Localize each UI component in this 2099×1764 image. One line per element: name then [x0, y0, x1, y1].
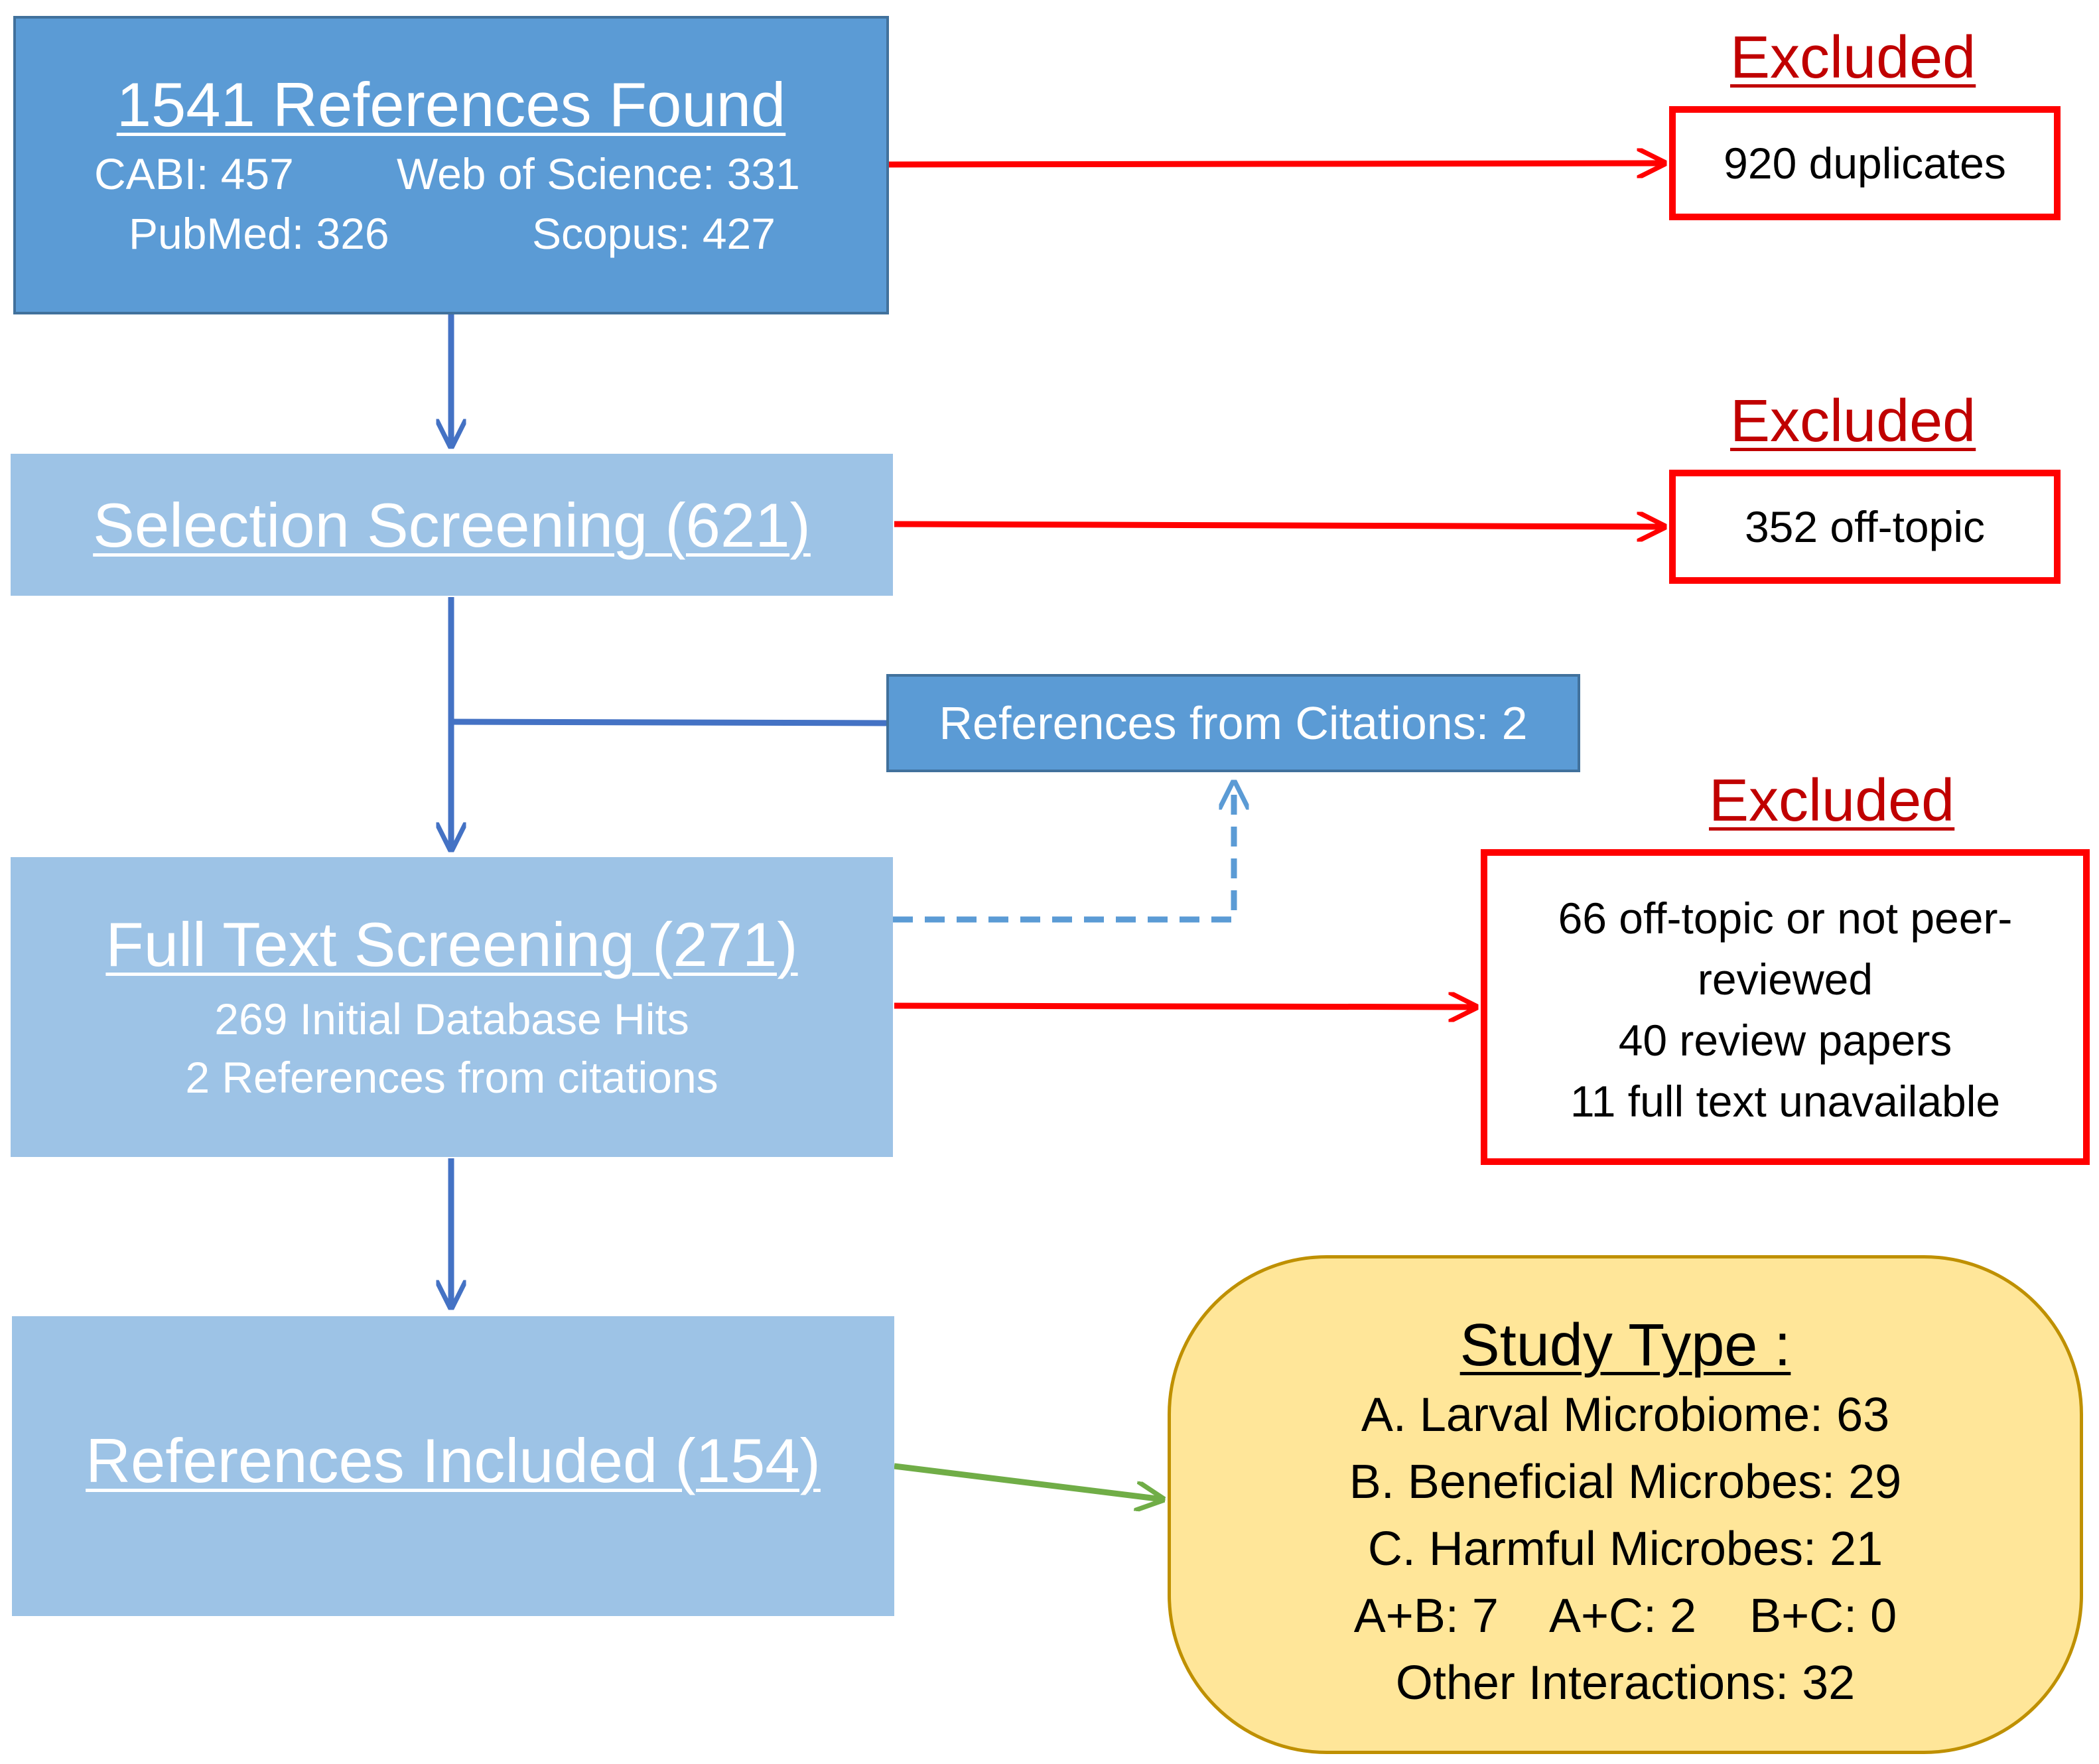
excluded-line-review-papers: 40 review papers [1618, 1016, 1952, 1065]
excluded-duplicates-text: 920 duplicates [1724, 139, 2006, 188]
arrow-fulltext-to-citations [893, 783, 1234, 923]
references-included-box: References Included (154) [12, 1316, 894, 1616]
study-type-other: Other Interactions: 32 [1395, 1657, 1856, 1710]
excluded-label-1: Excluded [1730, 25, 1976, 91]
study-type-harmful: C. Harmful Microbes: 21 [1367, 1523, 1883, 1576]
source-web-of-science: Web of Science: 331 [397, 149, 800, 198]
line-citations-join [450, 718, 887, 726]
full-text-screening-box: Full Text Screening (271) 269 Initial Da… [11, 857, 893, 1157]
references-included-title: References Included (154) [86, 1426, 821, 1495]
excluded-duplicates-box: 920 duplicates [1669, 106, 2061, 220]
study-type-larval: A. Larval Microbiome: 63 [1361, 1389, 1890, 1442]
source-cabi: CABI: 457 [94, 149, 294, 198]
excluded-label-3: Excluded [1709, 768, 1955, 834]
excluded-full-text-box: 66 off-topic or not peer- reviewed 40 re… [1481, 849, 2090, 1165]
excluded-off-topic-box: 352 off-topic [1669, 470, 2061, 584]
selection-screening-title: Selection Screening (621) [93, 490, 811, 560]
source-scopus: Scopus: 427 [532, 209, 776, 258]
full-text-screening-title: Full Text Screening (271) [105, 910, 798, 979]
arrow-to-excluded-3 [894, 1006, 1475, 1007]
references-from-citations-label: References from Citations: 2 [939, 697, 1528, 749]
study-type-combinations: A+B: 7 A+C: 2 B+C: 0 [1353, 1590, 1897, 1643]
study-type-box: Study Type : A. Larval Microbiome: 63 B.… [1168, 1255, 2083, 1754]
arrow-to-excluded-2 [894, 524, 1664, 527]
references-found-title: 1541 References Found [116, 70, 786, 139]
arrow-to-study-type [894, 1463, 1162, 1499]
excluded-line-unavailable: 11 full text unavailable [1570, 1077, 2001, 1126]
excluded-off-topic-text: 352 off-topic [1744, 502, 1986, 551]
references-found-box: 1541 References Found CABI: 457 Web of S… [13, 16, 889, 314]
full-text-line-database-hits: 269 Initial Database Hits [214, 994, 689, 1044]
full-text-line-citations: 2 References from citations [185, 1053, 718, 1102]
study-type-title: Study Type : [1459, 1312, 1791, 1379]
excluded-line-off-topic: 66 off-topic or not peer- [1558, 894, 2013, 943]
arrow-to-excluded-1 [888, 163, 1664, 165]
excluded-label-2: Excluded [1730, 388, 1976, 454]
references-from-citations-box: References from Citations: 2 [886, 674, 1580, 772]
source-pubmed: PubMed: 326 [129, 209, 389, 258]
excluded-line-reviewed: reviewed [1697, 955, 1873, 1004]
study-type-beneficial: B. Beneficial Microbes: 29 [1349, 1456, 1902, 1509]
selection-screening-box: Selection Screening (621) [11, 454, 893, 596]
